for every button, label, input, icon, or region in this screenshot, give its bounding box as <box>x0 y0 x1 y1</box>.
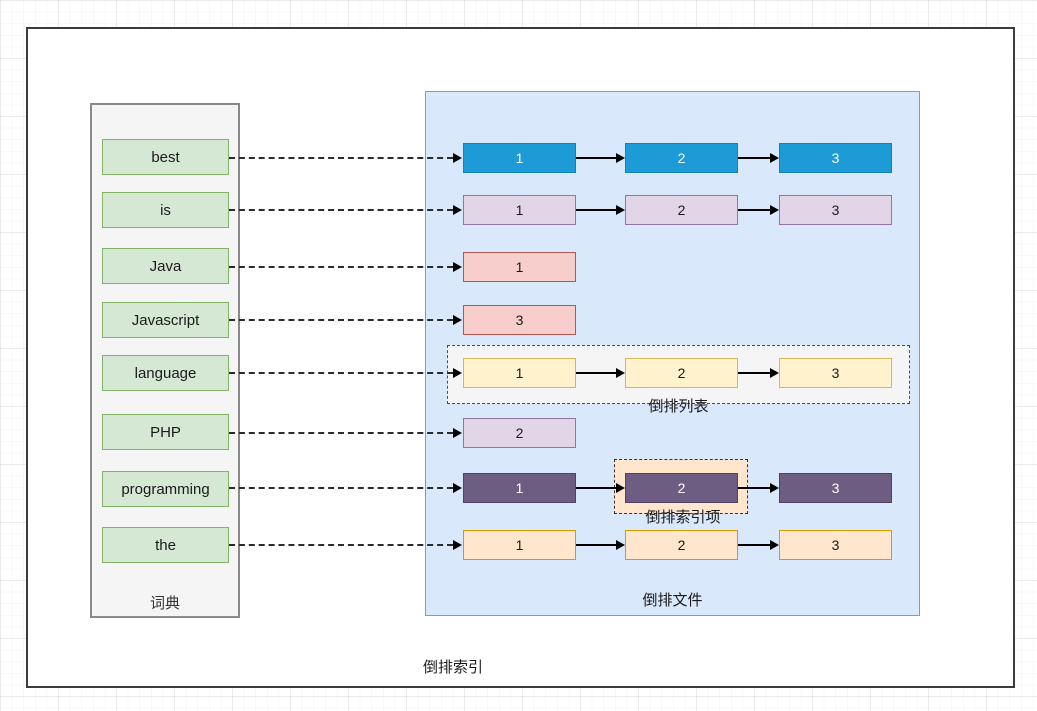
dictionary-label: 词典 <box>149 595 180 612</box>
term-box-java: Java <box>102 248 229 284</box>
link-arrow <box>738 540 779 550</box>
term-box-the: the <box>102 527 229 563</box>
dict-connector-arrow <box>229 262 462 272</box>
term-box-javascript: Javascript <box>102 302 229 338</box>
term-box-php: PHP <box>102 414 229 450</box>
posting-box: 3 <box>779 143 892 173</box>
dict-connector-arrow <box>229 153 462 163</box>
dict-connector-arrow <box>229 483 462 493</box>
link-arrow <box>738 153 779 163</box>
posting-box: 1 <box>463 473 576 503</box>
posting-box: 1 <box>463 143 576 173</box>
posting-box: 3 <box>779 473 892 503</box>
posting-box: 2 <box>625 530 738 560</box>
posting-box: 1 <box>463 358 576 388</box>
dict-connector-arrow <box>229 428 462 438</box>
term-box-programming: programming <box>102 471 229 507</box>
posting-box: 1 <box>463 252 576 282</box>
link-arrow <box>576 368 625 378</box>
link-arrow <box>738 483 779 493</box>
inverted-file-label: 倒排文件 <box>642 592 703 609</box>
link-arrow <box>576 540 625 550</box>
link-arrow <box>738 368 779 378</box>
posting-box: 2 <box>625 358 738 388</box>
posting-box: 3 <box>463 305 576 335</box>
posting-list-group-label: 倒排列表 <box>648 398 709 415</box>
dict-connector-arrow <box>229 205 462 215</box>
posting-box: 3 <box>779 358 892 388</box>
link-arrow <box>738 205 779 215</box>
dict-connector-arrow <box>229 540 462 550</box>
dict-connector-arrow <box>229 368 462 378</box>
posting-box: 1 <box>463 195 576 225</box>
posting-item-group-label: 倒排索引项 <box>645 509 721 526</box>
term-box-language: language <box>102 355 229 391</box>
posting-box: 2 <box>625 195 738 225</box>
posting-box: 2 <box>625 143 738 173</box>
diagram-frame: 词典 best is Java Javascript language PHP … <box>26 27 1015 688</box>
dict-connector-arrow <box>229 315 462 325</box>
posting-box: 1 <box>463 530 576 560</box>
posting-box: 3 <box>779 195 892 225</box>
link-arrow <box>576 153 625 163</box>
posting-box: 2 <box>625 473 738 503</box>
posting-box: 2 <box>463 418 576 448</box>
diagram-caption: 倒排索引 <box>422 659 483 676</box>
link-arrow <box>576 483 625 493</box>
term-box-is: is <box>102 192 229 228</box>
link-arrow <box>576 205 625 215</box>
posting-box: 3 <box>779 530 892 560</box>
term-box-best: best <box>102 139 229 175</box>
